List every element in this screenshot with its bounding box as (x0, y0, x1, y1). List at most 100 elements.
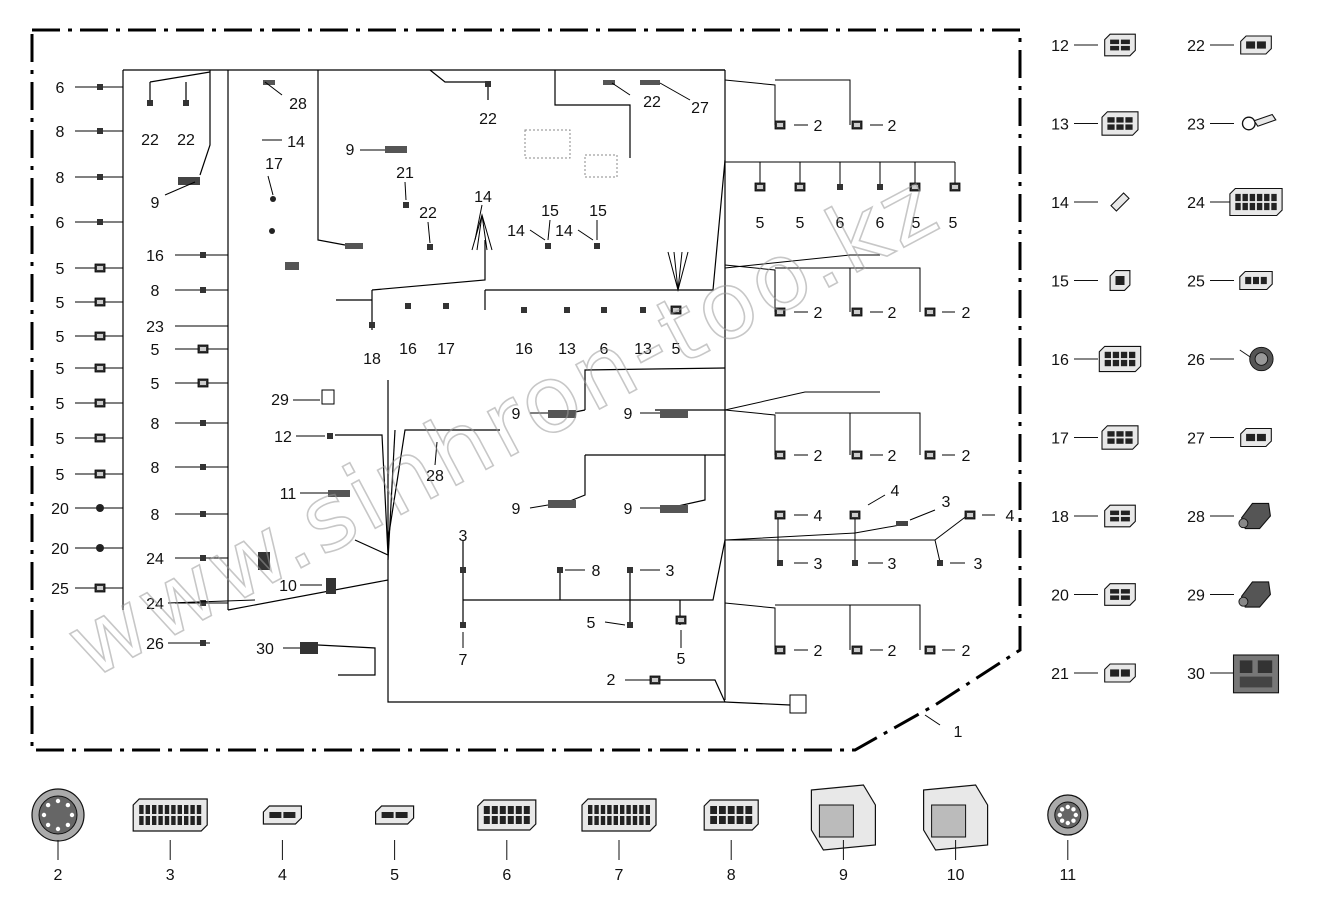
label-2: 2 (814, 643, 823, 660)
connector-angled-icon (1238, 502, 1271, 530)
label-15: 15 (541, 203, 559, 220)
label-3: 3 (974, 556, 983, 573)
legend-number: 9 (839, 867, 848, 884)
connector-6pin-icon (1101, 425, 1139, 450)
label-2: 2 (962, 643, 971, 660)
label-2: 2 (814, 118, 823, 135)
label-2: 2 (888, 448, 897, 465)
label-15: 15 (589, 203, 607, 220)
legend-number: 18 (1051, 509, 1069, 526)
label-9: 9 (624, 406, 633, 423)
label-16: 16 (146, 248, 164, 265)
label-2: 2 (888, 305, 897, 322)
connector-4pin-icon (1104, 504, 1136, 528)
label-4: 4 (891, 483, 900, 500)
legend-item-8: 8 (703, 799, 759, 884)
legend-number: 5 (390, 867, 399, 884)
legend-number: 13 (1051, 117, 1069, 134)
label-4: 4 (1006, 508, 1015, 525)
label-22: 22 (643, 94, 661, 111)
leader-lines (164, 81, 995, 726)
legend-item-13: 13 (1051, 111, 1139, 136)
legend-number: 15 (1051, 274, 1069, 291)
legend-number: 29 (1187, 588, 1205, 605)
ring-terminal-icon (1241, 113, 1277, 131)
legend-number: 12 (1051, 38, 1069, 55)
label-12: 12 (274, 429, 292, 446)
label-16: 16 (515, 341, 533, 358)
left-label-4: 6 (56, 215, 65, 232)
label-2: 2 (814, 448, 823, 465)
label-2: 2 (607, 672, 616, 689)
label-3: 3 (459, 528, 468, 545)
connector-12pin-icon (477, 799, 537, 831)
legend-item-15: 15 (1051, 270, 1131, 291)
label-5: 5 (756, 215, 765, 232)
label-13: 13 (634, 341, 652, 358)
left-column-connectors (94, 84, 209, 646)
label-22: 22 (177, 132, 195, 149)
legend-number: 20 (1051, 588, 1069, 605)
label-6: 6 (876, 215, 885, 232)
label-30: 30 (256, 641, 274, 658)
label-6: 6 (836, 215, 845, 232)
label-5: 5 (912, 215, 921, 232)
legend-item-17: 17 (1051, 425, 1139, 450)
connector-4pin-icon (1104, 583, 1136, 606)
ecu-connector-icon (922, 784, 989, 851)
watermark: www.sinhron-too.kz (50, 150, 957, 700)
legend-item-14: 14 (1051, 192, 1130, 212)
central-connectors (258, 80, 807, 714)
connector-20pin-icon (132, 798, 208, 832)
connector-3pin-icon (1239, 270, 1273, 291)
label-2: 2 (962, 448, 971, 465)
label-28: 28 (426, 468, 444, 485)
connector-20pin-icon (581, 798, 657, 832)
label-5: 5 (151, 376, 160, 393)
left-label-10: 5 (56, 431, 65, 448)
legend-number: 2 (54, 867, 63, 884)
legend-number: 26 (1187, 352, 1205, 369)
label-9: 9 (151, 195, 160, 212)
label-9: 9 (624, 501, 633, 518)
label-8: 8 (151, 507, 160, 524)
legend-number: 27 (1187, 431, 1205, 448)
legend-item-20: 20 (1051, 583, 1136, 606)
legend-item-3: 3 (132, 798, 208, 884)
main-harness-frame (122, 69, 791, 706)
legend-item-30: 30 (1187, 654, 1280, 694)
label-26: 26 (146, 636, 164, 653)
legend-number: 21 (1051, 666, 1069, 683)
label-8: 8 (151, 283, 160, 300)
right-branches (724, 79, 969, 650)
legend-number: 14 (1051, 195, 1069, 212)
legend-number: 16 (1051, 352, 1069, 369)
label-7: 7 (459, 652, 468, 669)
harness-labels: 22 22 9 28 14 17 21 22 9 22 22 27 14 16 … (141, 94, 709, 689)
connector-small-icon (262, 805, 302, 825)
label-2: 2 (888, 118, 897, 135)
label-29: 29 (271, 392, 289, 409)
left-column-labels: 6 8 8 6 5 5 5 5 5 5 5 20 20 25 (51, 80, 69, 598)
label-5: 5 (672, 341, 681, 358)
sensor-icon (1239, 346, 1274, 372)
left-label-5: 5 (56, 261, 65, 278)
right-connectors (754, 120, 976, 655)
label-2: 2 (888, 643, 897, 660)
legend-number: 4 (278, 867, 287, 884)
label-14: 14 (474, 189, 492, 206)
legend-number: 30 (1187, 666, 1205, 683)
label-6: 6 (600, 341, 609, 358)
label-28: 28 (289, 96, 307, 113)
legend-number: 3 (166, 867, 175, 884)
legend-item-2: 2 (31, 788, 85, 884)
label-3: 3 (942, 494, 951, 511)
label-14: 14 (507, 223, 525, 240)
label-10: 10 (279, 578, 297, 595)
label-3: 3 (888, 556, 897, 573)
label-11: 11 (280, 486, 297, 503)
legend-number: 25 (1187, 274, 1205, 291)
label-5: 5 (151, 342, 160, 359)
label-9: 9 (512, 501, 521, 518)
